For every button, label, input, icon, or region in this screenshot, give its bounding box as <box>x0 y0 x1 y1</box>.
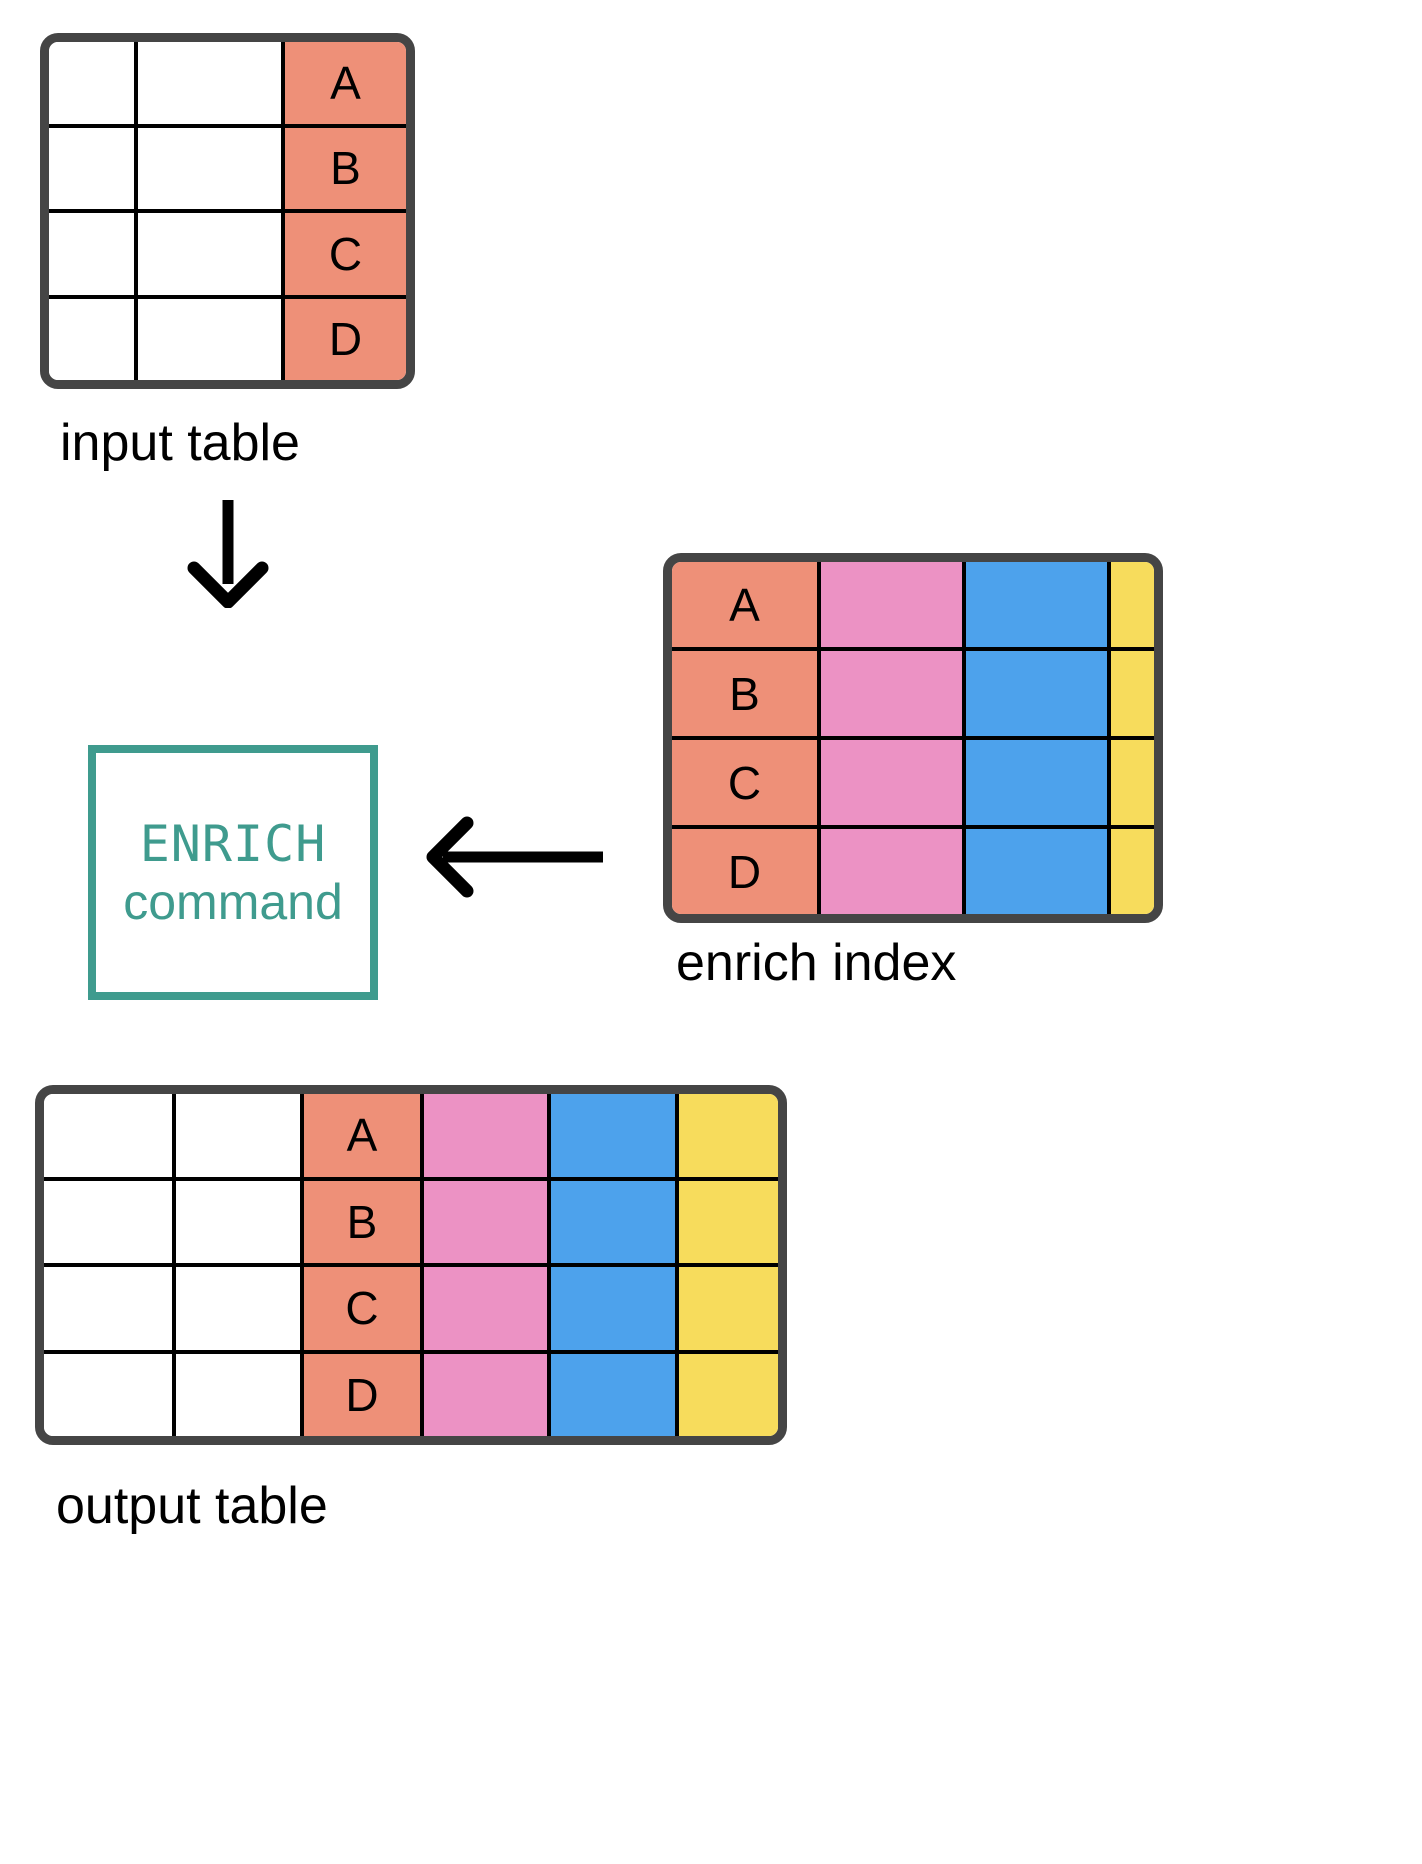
enrich-command-keyword: ENRICH <box>139 814 327 873</box>
input-table-row: A <box>49 42 406 124</box>
enrich-command-box[interactable]: ENRICH command <box>88 745 378 1000</box>
output-table-cell-enrich-col-3 <box>675 1267 778 1350</box>
enrich-index-cell-enrich-col-3 <box>1107 740 1154 825</box>
enrich-index-row: A <box>672 562 1154 647</box>
enrich-index-cell-enrich-col-3 <box>1107 829 1154 914</box>
enrich-index-row: B <box>672 647 1154 736</box>
input-table-cell-key-col: A <box>281 42 406 124</box>
arrow-input-to-command <box>180 498 276 609</box>
output-table-row: C <box>44 1263 778 1350</box>
output-table-cell-enrich-col-3 <box>675 1180 778 1263</box>
output-table-cell-enrich-col-2 <box>547 1094 675 1177</box>
arrow-down-icon <box>187 500 269 609</box>
input-table-cell-col-1 <box>49 127 134 209</box>
enrich-index-cell-enrich-col-1 <box>817 740 962 825</box>
output-table-cell-enrich-col-2 <box>547 1267 675 1350</box>
enrich-index-cell-enrich-col-1 <box>817 651 962 736</box>
enrich-index-cell-enrich-col-3 <box>1107 651 1154 736</box>
output-table-cell-enrich-col-3 <box>675 1094 778 1177</box>
output-table-cell-enrich-col-1 <box>420 1267 547 1350</box>
input-table-cell-col-2 <box>134 298 281 380</box>
input-table-cell-key-col: B <box>281 127 406 209</box>
enrich-index-cell-enrich-col-2 <box>962 562 1107 647</box>
output-table-row: B <box>44 1176 778 1263</box>
input-table-cell-key-col: C <box>281 213 406 295</box>
input-table-cell-col-1 <box>49 42 134 124</box>
enrich-index-cell-enrich-col-1 <box>817 829 962 914</box>
input-table-row: C <box>49 209 406 295</box>
output-table-row: D <box>44 1349 778 1436</box>
output-table-cell-key-col: B <box>300 1180 420 1263</box>
enrich-index-cell-enrich-col-2 <box>962 651 1107 736</box>
input-table-caption: input table <box>60 414 300 472</box>
output-table-cell-col-1 <box>44 1094 172 1177</box>
output-table-cell-col-1 <box>44 1267 172 1350</box>
enrich-index-cell-key-col: B <box>672 651 817 736</box>
output-table-cell-col-2 <box>172 1353 300 1436</box>
output-table-cell-enrich-col-2 <box>547 1180 675 1263</box>
output-table-cell-enrich-col-1 <box>420 1353 547 1436</box>
output-table-caption: output table <box>56 1477 328 1535</box>
output-table-cell-col-2 <box>172 1267 300 1350</box>
output-table-cell-col-1 <box>44 1353 172 1436</box>
output-table-cell-key-col: A <box>300 1094 420 1177</box>
input-table-cell-key-col: D <box>281 298 406 380</box>
enrich-index-cell-key-col: C <box>672 740 817 825</box>
input-table-cell-col-2 <box>134 127 281 209</box>
output-table-cell-enrich-col-1 <box>420 1094 547 1177</box>
input-table-cell-col-1 <box>49 298 134 380</box>
enrich-index-cell-enrich-col-3 <box>1107 562 1154 647</box>
arrow-left-icon <box>426 816 603 898</box>
enrich-index-row: C <box>672 736 1154 825</box>
output-table-cell-key-col: D <box>300 1353 420 1436</box>
input-table-cell-col-1 <box>49 213 134 295</box>
output-table-cell-col-2 <box>172 1180 300 1263</box>
output-table-cell-key-col: C <box>300 1267 420 1350</box>
enrich-index-cell-key-col: A <box>672 562 817 647</box>
output-table-row: A <box>44 1094 778 1177</box>
enrich-index-cell-key-col: D <box>672 829 817 914</box>
enrich-index-cell-enrich-col-2 <box>962 829 1107 914</box>
enrich-index-row: D <box>672 825 1154 914</box>
enrich-command-word: command <box>123 873 343 930</box>
input-table-row: D <box>49 294 406 380</box>
input-table-cell-col-2 <box>134 42 281 124</box>
input-table-row: B <box>49 123 406 209</box>
output-table-cell-col-1 <box>44 1180 172 1263</box>
output-table-cell-enrich-col-3 <box>675 1353 778 1436</box>
enrich-index-cell-enrich-col-2 <box>962 740 1107 825</box>
enrich-index-cell-enrich-col-1 <box>817 562 962 647</box>
output-table-cell-enrich-col-2 <box>547 1353 675 1436</box>
arrow-enrich-index-to-command <box>425 815 605 899</box>
input-table-cell-col-2 <box>134 213 281 295</box>
output-table-cell-enrich-col-1 <box>420 1180 547 1263</box>
enrich-index-caption: enrich index <box>676 934 957 992</box>
output-table-cell-col-2 <box>172 1094 300 1177</box>
